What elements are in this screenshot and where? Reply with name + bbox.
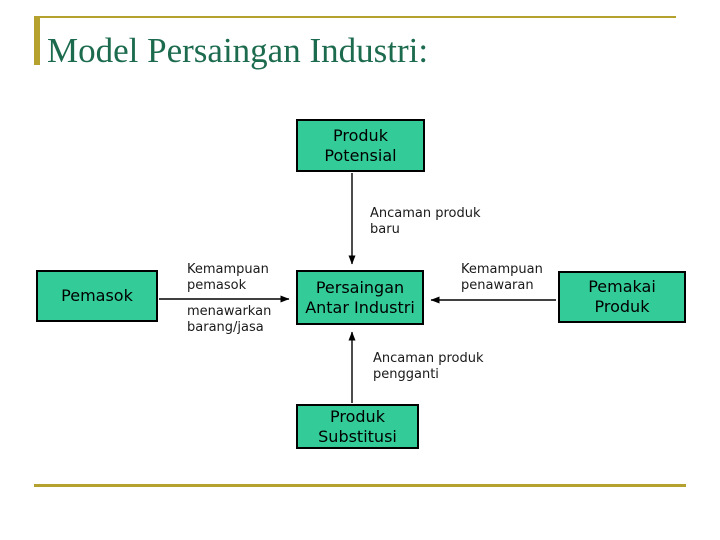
edge-label-ancaman-produk-pengganti: Ancaman produk pengganti (373, 351, 484, 382)
box-produk-potensial: Produk Potensial (296, 119, 425, 172)
edge-label-ancaman-produk-baru: Ancaman produk baru (370, 206, 481, 237)
box-persaingan-antar-industri: Persaingan Antar Industri (296, 270, 424, 325)
box-pemakai-produk-label: Pemakai Produk (588, 277, 656, 316)
box-pemakai-produk: Pemakai Produk (558, 271, 686, 323)
edge-label-menawarkan-barang-jasa: menawarkan barang/jasa (187, 304, 272, 335)
title-accent-bar (34, 16, 40, 65)
edge-label-kemampuan-pemasok: Kemampuan pemasok (187, 262, 269, 293)
edge-label-kemampuan-penawaran: Kemampuan penawaran (461, 262, 543, 293)
top-rule (35, 16, 676, 18)
box-produk-substitusi: Produk Substitusi (296, 404, 419, 449)
box-pemasok: Pemasok (36, 270, 158, 322)
box-produk-potensial-label: Produk Potensial (324, 125, 397, 165)
slide-title: Model Persaingan Industri: (47, 31, 429, 70)
box-pemasok-label: Pemasok (61, 286, 133, 305)
box-persaingan-antar-industri-label: Persaingan Antar Industri (305, 277, 415, 317)
bottom-rule (34, 484, 686, 487)
box-produk-substitusi-label: Produk Substitusi (318, 406, 397, 446)
